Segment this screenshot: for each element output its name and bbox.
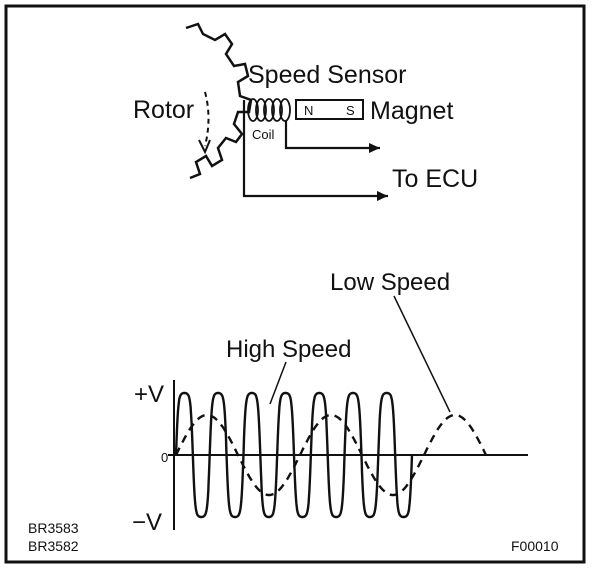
rotor-teeth — [185, 22, 253, 180]
upper-lead-arrow — [369, 143, 380, 153]
high-speed-leader — [269, 361, 287, 405]
high-speed-waveform — [174, 391, 414, 519]
plus-v-label: +V — [134, 381, 164, 408]
rotor-arrow-head — [198, 139, 211, 155]
minus-v-label: −V — [132, 509, 162, 536]
magnet-pole-n: N — [304, 103, 313, 118]
low-speed-label: Low Speed — [330, 269, 450, 296]
figure-code: F00010 — [511, 538, 559, 554]
reference-code-1: BR3583 — [28, 520, 79, 536]
rotor-rotation-arrow — [204, 91, 210, 147]
to-ecu-label: To ECU — [392, 165, 478, 193]
coil-winding — [247, 98, 291, 122]
figure-border — [4, 4, 586, 564]
reference-code-2: BR3582 — [28, 538, 79, 554]
magnet-label: Magnet — [370, 97, 453, 125]
coil-lead-lower — [242, 100, 388, 198]
low-speed-leader — [393, 295, 451, 413]
lower-lead-arrow — [377, 191, 388, 201]
magnet-pole-s: S — [346, 103, 355, 118]
coil-lead-upper — [284, 121, 380, 150]
rotor-label: Rotor — [133, 96, 194, 124]
zero-label: 0 — [161, 450, 168, 465]
speed-sensor-label: Speed Sensor — [248, 61, 406, 89]
magnet-body — [295, 99, 364, 120]
high-speed-label: High Speed — [226, 336, 351, 363]
coil-label: Coil — [252, 127, 275, 142]
